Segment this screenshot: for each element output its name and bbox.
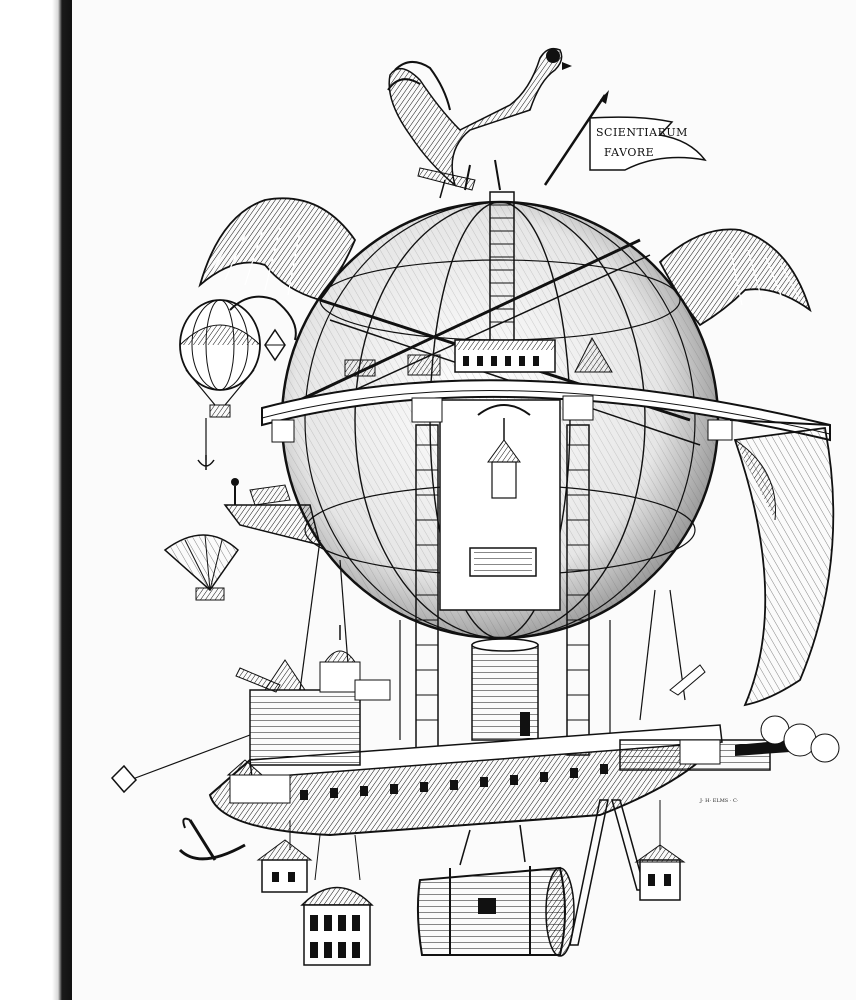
left-wing [198,197,357,302]
globe-balloon [280,200,720,640]
central-ladder [489,191,515,343]
barrel-ladder [569,799,646,946]
banner-flag: SCIENTIARUM FAVORE [543,90,707,186]
banner-text-line1: SCIENTIARUM [596,126,688,139]
anchor-icon [178,817,246,861]
hanging-barrel [416,824,575,957]
diamond-lantern [264,328,286,362]
artist-signature: J· H· ELMS · C· [699,798,739,804]
small-balloon [179,295,297,470]
canvas-side-edge [0,0,72,1000]
hanging-house-right [634,800,686,901]
equatorial-ring [261,379,831,443]
banner-text-line2: FAVORE [604,146,654,159]
rooftop-pavilion [344,336,613,377]
hanging-house-left [256,820,313,893]
kite [110,734,251,794]
rooster-figure [387,47,572,191]
telescope-top [417,167,476,199]
central-cylinder [471,638,539,741]
sail [729,419,835,707]
right-wing [658,228,812,327]
parachute [163,534,239,601]
ship-hull [208,625,840,837]
left-balcony [223,478,322,547]
hanging-gazebo [300,834,374,966]
